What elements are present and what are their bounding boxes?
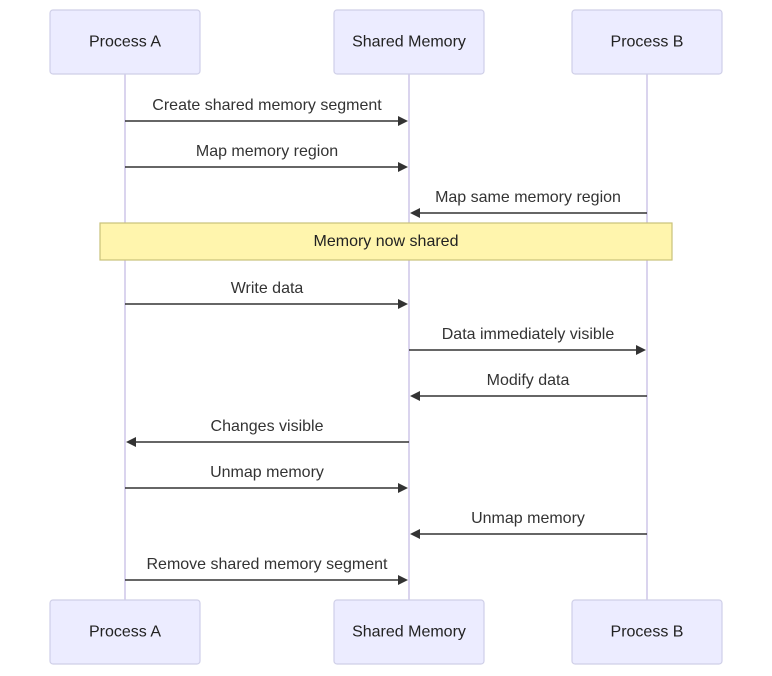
arrowhead [398, 575, 408, 585]
note-box [99, 222, 673, 261]
message-unmap-memory: Unmap memory [125, 464, 408, 493]
actor-top-shared-memory: Shared Memory [333, 9, 485, 75]
message-label: Write data [231, 280, 304, 297]
message-write-data: Write data [125, 280, 408, 309]
note-label: Memory now shared [314, 233, 459, 250]
actor-label: Shared Memory [352, 34, 466, 51]
message-label: Unmap memory [210, 464, 324, 481]
actor-label: Shared Memory [352, 624, 466, 641]
actor-box [333, 9, 485, 75]
actor-box [571, 599, 723, 665]
message-unmap-memory: Unmap memory [410, 510, 647, 539]
actor-box [49, 599, 201, 665]
message-create-shared-memory-segment: Create shared memory segment [125, 97, 408, 126]
message-map-same-memory-region: Map same memory region [410, 189, 647, 218]
actor-box [333, 599, 485, 665]
message-label: Map memory region [196, 143, 338, 160]
message-label: Map same memory region [435, 189, 621, 206]
message-changes-visible: Changes visible [126, 418, 409, 447]
arrowhead [398, 162, 408, 172]
actor-bottom-process-a: Process A [49, 599, 201, 665]
arrowhead [398, 483, 408, 493]
arrowhead [410, 529, 420, 539]
arrowhead [636, 345, 646, 355]
actor-label: Process A [89, 624, 161, 641]
notes: Memory now shared [99, 222, 673, 261]
actor-bottom-process-b: Process B [571, 599, 723, 665]
message-label: Create shared memory segment [152, 97, 382, 114]
actors-bottom: Process A Shared Memory Process B [49, 599, 723, 665]
actor-label: Process B [611, 624, 684, 641]
note: Memory now shared [99, 222, 673, 261]
actor-box [49, 9, 201, 75]
actor-top-process-a: Process A [49, 9, 201, 75]
message-label: Changes visible [211, 418, 324, 435]
lifelines [124, 74, 648, 600]
message-label: Unmap memory [471, 510, 585, 527]
message-label: Modify data [487, 372, 570, 389]
actor-label: Process A [89, 34, 161, 51]
actor-box [571, 9, 723, 75]
message-map-memory-region: Map memory region [125, 143, 408, 172]
message-modify-data: Modify data [410, 372, 647, 401]
arrowhead [410, 208, 420, 218]
actor-bottom-shared-memory: Shared Memory [333, 599, 485, 665]
message-data-immediately-visible: Data immediately visible [409, 326, 646, 355]
arrowhead [410, 391, 420, 401]
message-label: Remove shared memory segment [147, 556, 389, 573]
message-remove-shared-memory-segment: Remove shared memory segment [125, 556, 408, 585]
message-label: Data immediately visible [442, 326, 615, 343]
actors-top: Process A Shared Memory Process B [49, 9, 723, 75]
arrowhead [126, 437, 136, 447]
arrowhead [398, 299, 408, 309]
actor-label: Process B [611, 34, 684, 51]
actor-top-process-b: Process B [571, 9, 723, 75]
arrowhead [398, 116, 408, 126]
